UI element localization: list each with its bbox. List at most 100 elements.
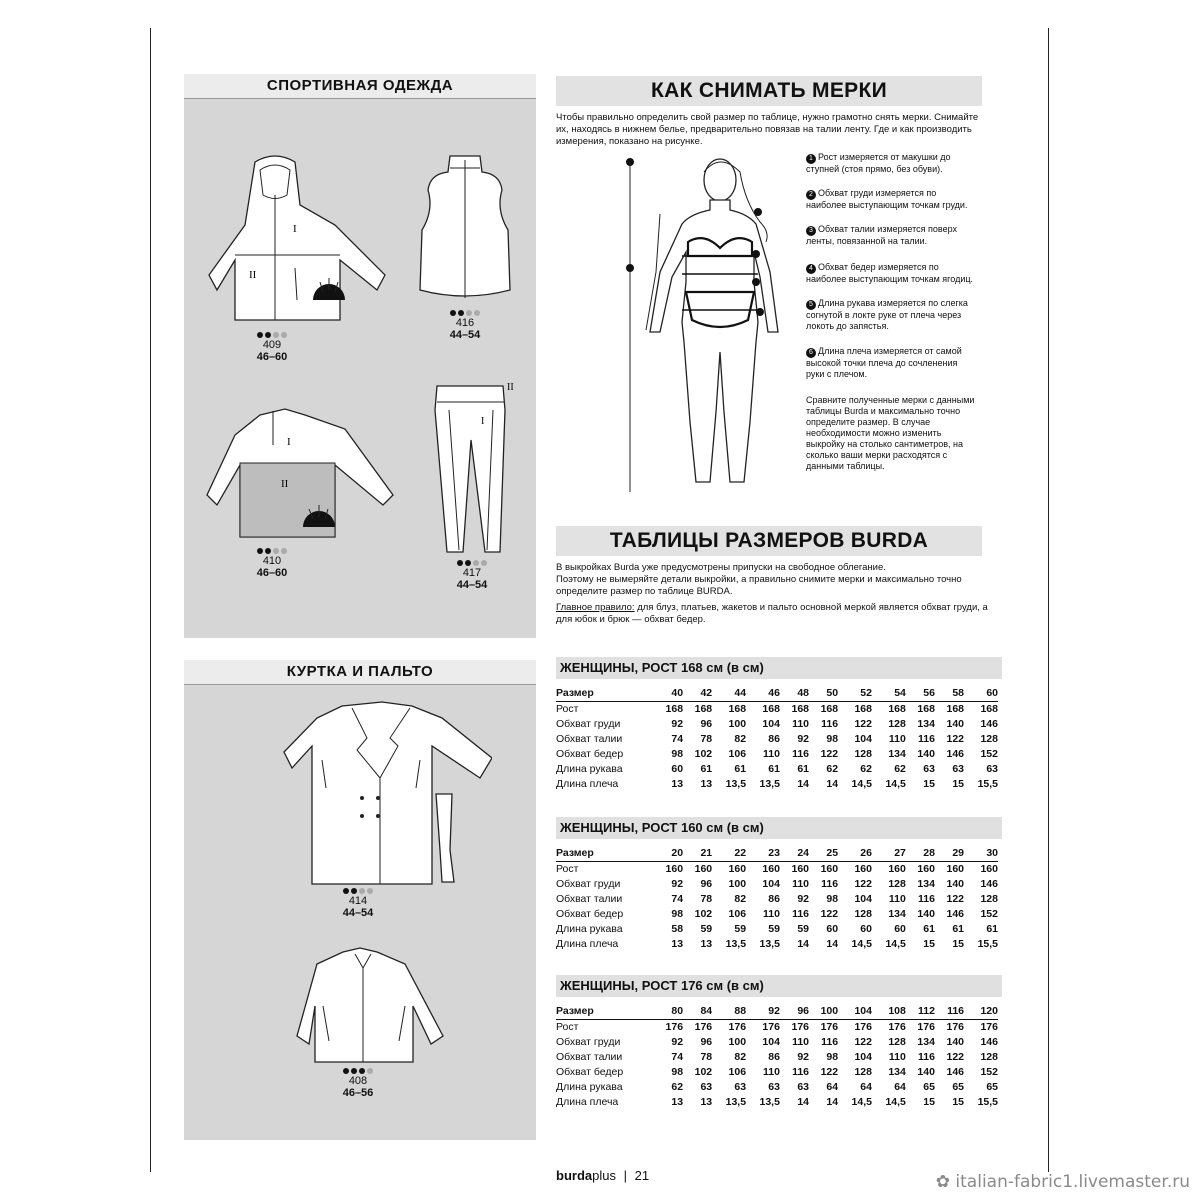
table-cell: 160 <box>665 863 684 875</box>
table-cell: 100 <box>728 718 747 730</box>
table-cell: 116 <box>792 1066 810 1078</box>
table-cell: 146 <box>980 718 998 730</box>
garment-417-caption: 417 44–54 <box>432 560 512 591</box>
table-cell: 15,5 <box>977 778 998 790</box>
table-cell: 98 <box>671 908 684 920</box>
table-cell: 134 <box>917 1036 935 1048</box>
table-cell: 78 <box>700 733 713 745</box>
table-cell: 160 <box>762 863 780 875</box>
table-cell: 106 <box>728 908 747 920</box>
table-cell: 86 <box>768 893 780 905</box>
table-cell: 15 <box>923 938 935 950</box>
table-cell: 14,5 <box>885 938 906 950</box>
table-cell: 168 <box>917 703 935 715</box>
row-label: Обхват бедер <box>556 748 624 760</box>
table-cell: 92 <box>671 1036 684 1048</box>
table-cell: 96 <box>700 1036 713 1048</box>
table-cell: 122 <box>946 1051 965 1063</box>
table-cell: 92 <box>671 878 684 890</box>
table-cell: 13,5 <box>725 778 747 790</box>
table-cell: 102 <box>694 908 713 920</box>
row-label: Длина рукава <box>556 763 623 775</box>
table-cell: 29 <box>934 846 965 862</box>
table-cell: 128 <box>854 748 872 760</box>
table-cell: 168 <box>980 703 998 715</box>
table-cell: 13,5 <box>759 1096 780 1108</box>
garment-number: 408 <box>348 1075 368 1087</box>
table-cell: 13 <box>700 938 713 950</box>
table-cell: 102 <box>694 748 713 760</box>
table-cell: 13,5 <box>725 1096 747 1108</box>
table-cell: 160 <box>980 863 998 875</box>
garment-408-caption: 408 46–56 <box>318 1068 398 1099</box>
table-cell: 65 <box>923 1081 935 1093</box>
table-cell: 160 <box>694 863 713 875</box>
table-cell: 92 <box>797 893 810 905</box>
table-cell: 23 <box>746 846 780 862</box>
table-cell: 26 <box>838 846 872 862</box>
table-cell: 134 <box>888 748 906 760</box>
table-cell: 168 <box>854 703 872 715</box>
table-cell: 176 <box>762 1021 780 1033</box>
table-cell: 28 <box>905 846 935 862</box>
table-cell: 60 <box>860 923 872 935</box>
difficulty-dots <box>318 888 398 894</box>
table-cell: 96 <box>779 1004 810 1020</box>
table-cell: 176 <box>854 1021 872 1033</box>
table-cell: 61 <box>734 763 747 775</box>
garment-number: 410 <box>262 555 282 567</box>
table-cell: 96 <box>700 878 713 890</box>
table-160-title: ЖЕНЩИНЫ, РОСТ 160 см (в см) <box>556 817 1002 839</box>
table-cell: 120 <box>964 1004 998 1020</box>
table-cell: 134 <box>888 1066 906 1078</box>
measure-intro: Чтобы правильно определить свой размер п… <box>556 112 979 147</box>
table-cell: 140 <box>946 718 965 730</box>
tables-intro: В выкройках Burda уже предусмотрены прип… <box>556 562 996 626</box>
garment-414-drawing <box>283 701 492 885</box>
table-cell: 74 <box>671 1051 684 1063</box>
table-cell: 13,5 <box>759 778 780 790</box>
table-cell: 63 <box>768 1081 780 1093</box>
table-cell: 92 <box>797 733 810 745</box>
row-label: Длина рукава <box>556 1081 623 1093</box>
table-cell: 146 <box>980 1036 998 1048</box>
table-cell: 58 <box>934 686 965 702</box>
table-cell: 82 <box>734 733 747 745</box>
sport-title: СПОРТИВНАЯ ОДЕЖДА <box>184 74 536 99</box>
table-cell: 13 <box>700 778 713 790</box>
table-cell: 106 <box>728 1066 747 1078</box>
table-cell: 62 <box>894 763 906 775</box>
table-cell: 86 <box>768 733 780 745</box>
table-cell: 60 <box>894 923 906 935</box>
table-cell: 176 <box>665 1021 684 1033</box>
difficulty-dots <box>232 548 312 554</box>
table-cell: 14 <box>797 1096 810 1108</box>
table-cell: 176 <box>820 1021 839 1033</box>
svg-text:I: I <box>287 436 291 448</box>
table-cell: 88 <box>712 1004 747 1020</box>
row-label: Длина рукава <box>556 923 623 935</box>
table-cell: 62 <box>671 1081 684 1093</box>
table-cell: 13 <box>671 1096 684 1108</box>
table-cell: 13,5 <box>759 938 780 950</box>
row-label: Обхват бедер <box>556 908 624 920</box>
table-cell: 13,5 <box>725 938 747 950</box>
table-cell: 168 <box>762 703 780 715</box>
difficulty-dots <box>232 332 312 338</box>
measure-title: КАК СНИМАТЬ МЕРКИ <box>556 76 982 106</box>
table-cell: 168 <box>694 703 713 715</box>
measure-figure <box>626 158 779 492</box>
table-cell: 30 <box>964 846 998 862</box>
table-cell: 100 <box>809 1004 839 1020</box>
